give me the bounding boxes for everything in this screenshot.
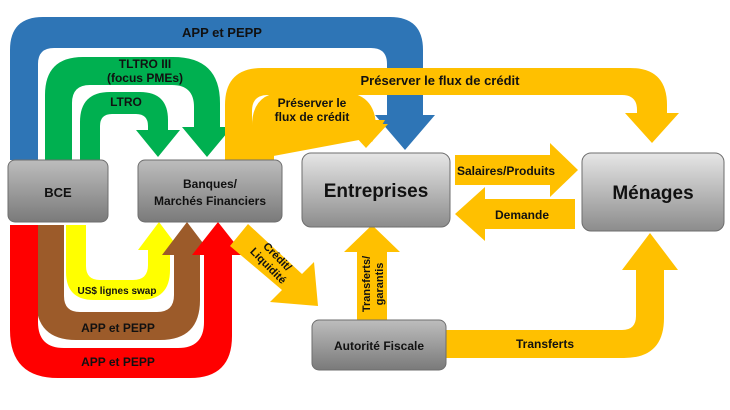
node-entreprises-label: Entreprises [324, 181, 429, 202]
node-menages: Ménages [581, 152, 725, 232]
node-bce: BCE [7, 159, 109, 223]
node-banques-label-line1: Banques/ [183, 177, 238, 191]
node-entreprises: Entreprises [301, 152, 451, 228]
label-transferts-garantis-line1: Transferts/ [361, 256, 373, 312]
arrow-swap [66, 222, 180, 300]
label-salaires: Salaires/Produits [457, 164, 555, 178]
label-demande: Demande [495, 208, 549, 222]
label-tltro-line2: (focus PMEs) [107, 71, 183, 85]
arrow-app-pepp-red [10, 222, 244, 378]
label-tltro-line1: TLTRO III [119, 57, 171, 71]
node-banques: Banques/ Marchés Financiers [137, 159, 283, 223]
arrow-app-pepp-top [10, 17, 435, 160]
arrow-salaires [455, 143, 578, 197]
arrow-ltro [80, 92, 180, 160]
arrow-credit-liquidite [230, 224, 318, 306]
arrow-preserver-long [225, 68, 679, 160]
label-app-pepp-red: APP et PEPP [81, 355, 155, 369]
node-autorite-label: Autorité Fiscale [334, 339, 424, 353]
node-banques-label-line2: Marchés Financiers [154, 194, 266, 208]
node-autorite: Autorité Fiscale [311, 319, 447, 371]
arrow-app-pepp-brown [36, 222, 212, 340]
label-ltro: LTRO [110, 95, 142, 109]
arrow-preserver-short-head [252, 92, 388, 160]
label-transferts-garantis-line2: garantis [374, 263, 386, 306]
label-transferts: Transferts [516, 337, 574, 351]
label-app-pepp-top: APP et PEPP [182, 25, 262, 40]
label-preserver-long: Préserver le flux de crédit [361, 73, 521, 88]
node-menages-label: Ménages [612, 183, 693, 204]
arrow-transferts-garantis [344, 225, 400, 320]
label-preserver-short-line1: Préserver le [278, 96, 347, 110]
node-bce-label: BCE [44, 185, 72, 200]
arrow-tltro [45, 57, 232, 160]
label-swap: US$ lignes swap [78, 286, 157, 297]
label-app-pepp-brown: APP et PEPP [81, 321, 155, 335]
arrow-transferts [445, 233, 678, 358]
label-preserver-short-line2: flux de crédit [275, 110, 350, 124]
arrow-demande [455, 187, 575, 241]
